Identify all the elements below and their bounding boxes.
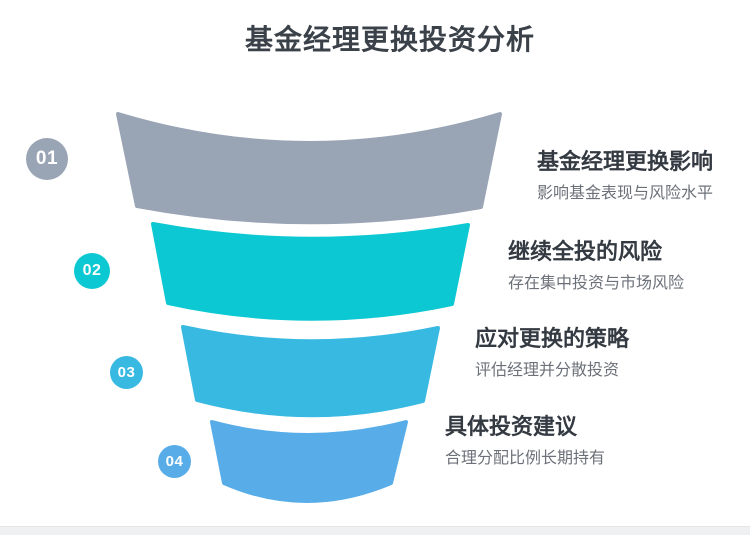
page-title: 基金经理更换投资分析 <box>244 24 535 55</box>
stage-2-label: 继续全投的风险 存在集中投资与市场风险 <box>508 239 684 295</box>
stage-4-number-badge: 04 <box>158 445 191 478</box>
stage-4-description: 合理分配比例长期持有 <box>445 450 606 468</box>
stage-1-number-badge: 01 <box>26 138 68 180</box>
stage-2-description: 存在集中投资与市场风险 <box>508 275 685 293</box>
funnel-stage-2-shape <box>151 222 470 321</box>
stage-4-title: 具体投资建议 <box>445 414 578 439</box>
stage-3-title: 应对更换的策略 <box>475 326 630 351</box>
stage-2-title: 继续全投的风险 <box>508 239 663 264</box>
stage-3-number-badge: 03 <box>110 356 143 389</box>
funnel-stage-4-shape <box>210 420 408 503</box>
stage-1-title: 基金经理更换影响 <box>537 149 714 174</box>
funnel-stage-3-shape <box>181 325 440 418</box>
stage-2-number-badge: 02 <box>74 253 110 289</box>
bottom-divider-strip <box>0 526 750 535</box>
stage-3-description: 评估经理并分散投资 <box>475 362 620 380</box>
funnel-stage-1-shape <box>116 112 502 225</box>
stage-1-description: 影响基金表现与风险水平 <box>537 185 714 203</box>
stage-3-label: 应对更换的策略 评估经理并分散投资 <box>475 326 629 382</box>
stage-4-label: 具体投资建议 合理分配比例长期持有 <box>445 414 605 470</box>
stage-1-label: 基金经理更换影响 影响基金表现与风险水平 <box>537 149 713 205</box>
